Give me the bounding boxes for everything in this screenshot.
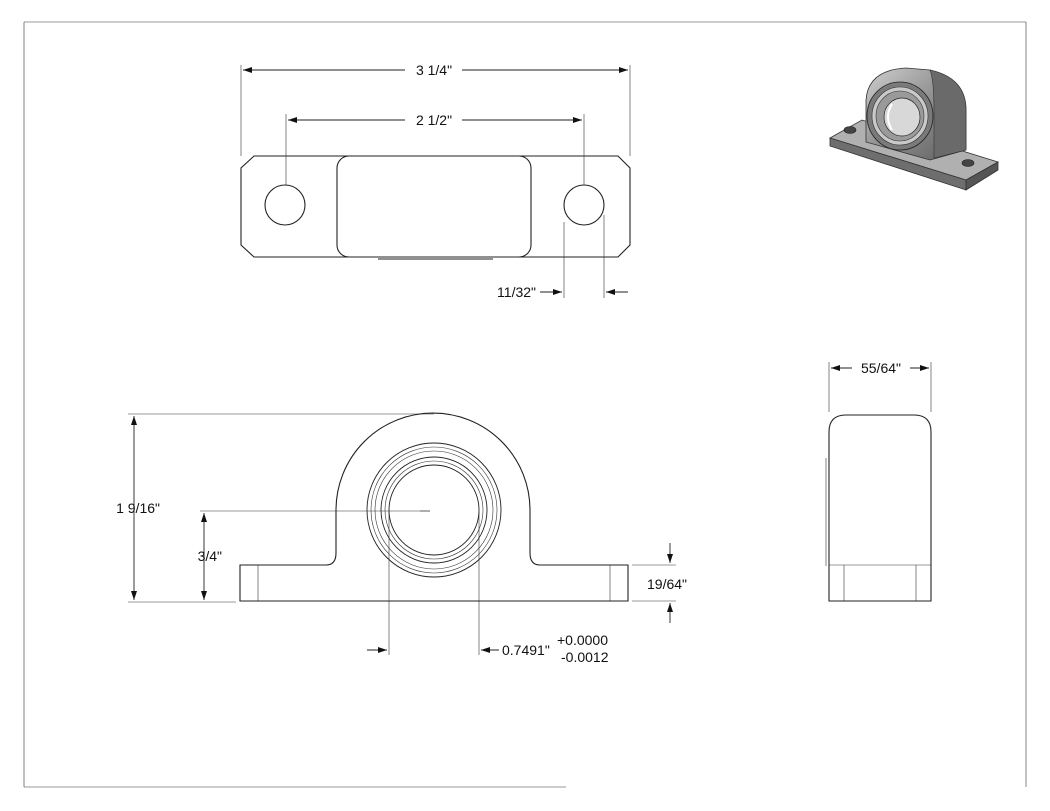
- top-view-hole-right: [563, 184, 605, 226]
- dim-hole-edge-offset: 11/32": [497, 215, 628, 300]
- side-view: 55/64": [825, 360, 932, 602]
- side-view-outline: [828, 414, 932, 602]
- iso-view: [828, 67, 1000, 191]
- dim-overall-height: 1 9/16": [116, 413, 434, 603]
- dim-side-width-label: 55/64": [861, 360, 901, 376]
- dim-base-thickness-label: 19/64": [647, 576, 687, 592]
- dim-base-thickness: 19/64": [632, 543, 687, 623]
- front-view-outline: [239, 412, 629, 602]
- sheet-border: [23, 21, 1027, 788]
- dim-hole-edge-offset-label: 11/32": [497, 284, 536, 300]
- dim-bore-tol-plus: +0.0000: [557, 632, 608, 648]
- dim-overall-length: 3 1/4": [240, 62, 631, 156]
- dim-hole-spacing: 2 1/2": [285, 112, 585, 185]
- dim-hole-spacing-label: 2 1/2": [416, 112, 452, 128]
- top-view: 3 1/4" 2 1/2" 11/32": [240, 62, 631, 300]
- top-view-hole-left: [264, 184, 306, 226]
- dim-overall-length-label: 3 1/4": [416, 62, 452, 78]
- iso-hole-left: [843, 126, 857, 134]
- iso-hole-right: [961, 159, 975, 167]
- dim-center-height: 3/4": [198, 513, 222, 600]
- iso-base-side: [965, 161, 999, 191]
- iso-bore: [883, 97, 921, 137]
- top-view-housing: [336, 155, 532, 258]
- dim-center-height-label: 3/4": [198, 548, 222, 564]
- dim-bore-tol-minus: -0.0012: [561, 649, 609, 665]
- dim-overall-height-label: 1 9/16": [116, 500, 160, 516]
- dim-bore-diameter-label: 0.7491": [502, 642, 550, 658]
- bearing-rings: [366, 442, 502, 578]
- dim-bore-diameter: 0.7491" +0.0000 -0.0012: [367, 512, 609, 665]
- dim-side-width: 55/64": [828, 360, 932, 412]
- front-view: 1 9/16" 3/4" 19/64" 0.7491" +0.0000 -0.0…: [116, 412, 687, 665]
